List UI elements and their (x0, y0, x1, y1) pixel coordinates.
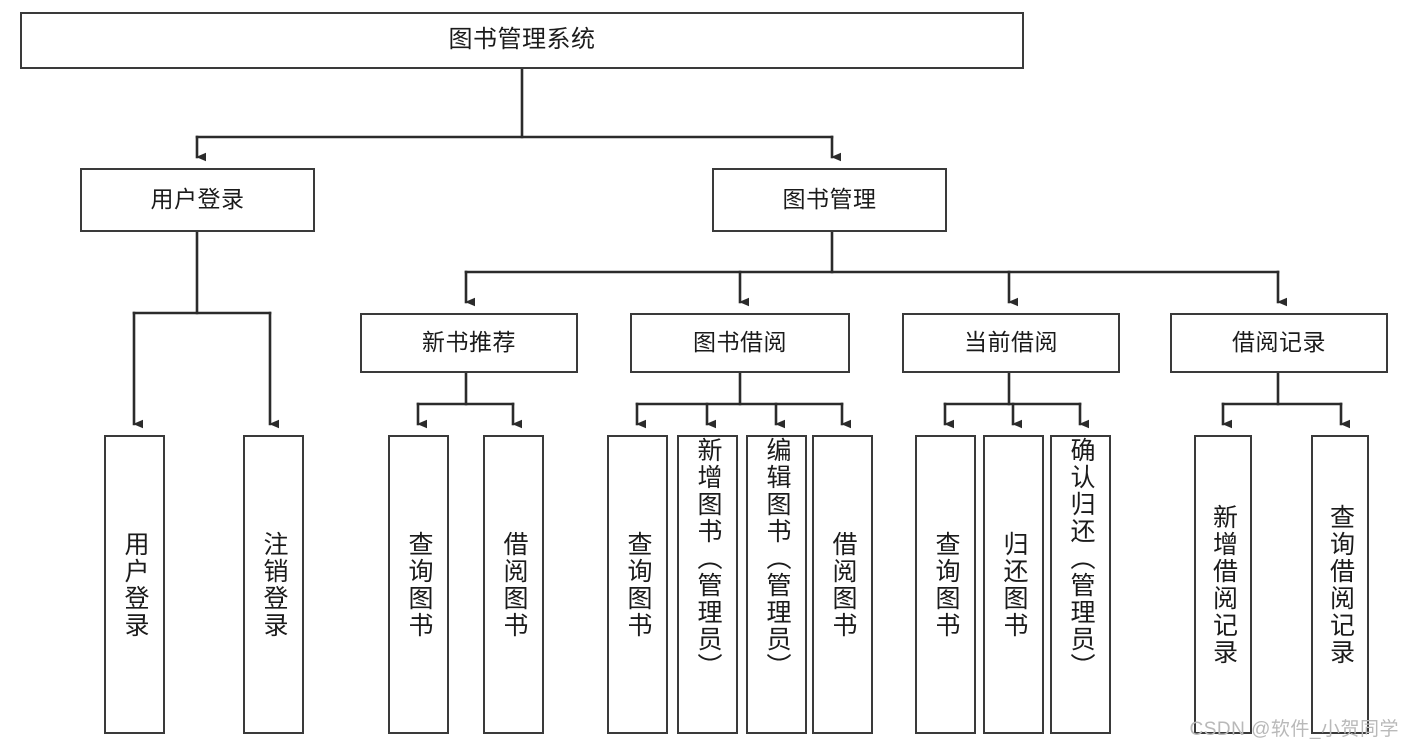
node-current-borrow[interactable]: 当前借阅 (902, 313, 1120, 373)
node-leaf-add-book-label: 新增图书（管理员） (694, 437, 722, 680)
node-user-login-label: 用户登录 (150, 186, 245, 213)
node-leaf-add-record-label: 新增借阅记录 (1209, 503, 1238, 666)
node-book-borrow[interactable]: 图书借阅 (630, 313, 850, 373)
node-leaf-borrow-book-1-label: 借阅图书 (500, 530, 528, 639)
node-leaf-add-record[interactable]: 新增借阅记录 (1194, 435, 1252, 734)
node-leaf-user-login-label: 用户登录 (121, 530, 149, 639)
node-leaf-confirm-return[interactable]: 确认归还（管理员） (1050, 435, 1111, 734)
node-root-label: 图书管理系统 (448, 26, 596, 54)
node-book-borrow-label: 图书借阅 (693, 329, 787, 356)
node-borrow-record-label: 借阅记录 (1232, 329, 1326, 356)
node-leaf-query-book-1[interactable]: 查询图书 (388, 435, 449, 734)
node-root[interactable]: 图书管理系统 (20, 12, 1024, 69)
node-book-manage[interactable]: 图书管理 (712, 168, 947, 232)
node-leaf-query-record[interactable]: 查询借阅记录 (1311, 435, 1369, 734)
node-leaf-edit-book[interactable]: 编辑图书（管理员） (746, 435, 807, 734)
node-leaf-query-book-3[interactable]: 查询图书 (915, 435, 976, 734)
node-leaf-query-book-2-label: 查询图书 (624, 530, 652, 639)
node-new-book-recommend-label: 新书推荐 (422, 329, 516, 356)
node-leaf-query-book-1-label: 查询图书 (405, 530, 433, 639)
node-leaf-user-login[interactable]: 用户登录 (104, 435, 165, 734)
node-new-book-recommend[interactable]: 新书推荐 (360, 313, 578, 373)
node-leaf-confirm-return-label: 确认归还（管理员） (1067, 437, 1095, 680)
node-leaf-return-book[interactable]: 归还图书 (983, 435, 1044, 734)
node-leaf-borrow-book-2[interactable]: 借阅图书 (812, 435, 873, 734)
node-book-manage-label: 图书管理 (782, 186, 877, 213)
node-user-login[interactable]: 用户登录 (80, 168, 315, 232)
node-leaf-query-book-2[interactable]: 查询图书 (607, 435, 668, 734)
node-leaf-logout-label: 注销登录 (260, 530, 288, 639)
node-leaf-query-book-3-label: 查询图书 (932, 530, 960, 639)
node-leaf-edit-book-label: 编辑图书（管理员） (763, 437, 791, 680)
node-leaf-logout[interactable]: 注销登录 (243, 435, 304, 734)
node-current-borrow-label: 当前借阅 (964, 329, 1058, 356)
node-leaf-return-book-label: 归还图书 (1000, 530, 1028, 639)
node-borrow-record[interactable]: 借阅记录 (1170, 313, 1388, 373)
node-leaf-query-record-label: 查询借阅记录 (1326, 503, 1355, 666)
node-leaf-borrow-book-2-label: 借阅图书 (829, 530, 857, 639)
node-leaf-add-book[interactable]: 新增图书（管理员） (677, 435, 738, 734)
node-leaf-borrow-book-1[interactable]: 借阅图书 (483, 435, 544, 734)
